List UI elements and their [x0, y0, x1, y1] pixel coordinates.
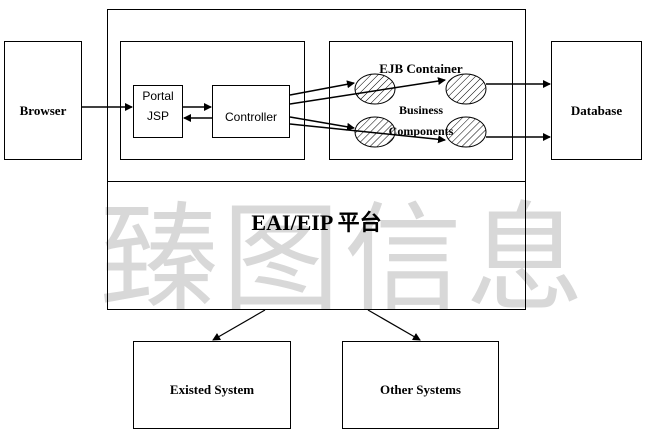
arrow-platform-other: [367, 309, 421, 341]
existed-system-box: [133, 341, 291, 429]
jsp-label: JSP: [146, 109, 169, 123]
platform-label: EAI/EIP 平台: [251, 210, 382, 235]
platform-outer-box: [107, 9, 526, 310]
browser-label: Browser: [19, 103, 67, 118]
component-ellipse-4: [445, 116, 487, 148]
arrow-controller-comp4: [289, 123, 446, 144]
controller-box: [212, 85, 290, 138]
platform-divider: [107, 181, 526, 182]
other-systems-label: Other Systems: [379, 382, 461, 397]
database-label: Database: [570, 103, 623, 118]
component-ellipse-2: [445, 73, 487, 105]
arrow-controller-comp1: [289, 80, 355, 96]
portal-label: Portal: [142, 89, 174, 103]
portal-jsp-box: [133, 85, 183, 138]
web-tier-box: [120, 41, 305, 160]
ejb-container-box: [329, 41, 513, 160]
controller-label: Controller: [224, 110, 278, 124]
watermark-text: 臻图信息: [100, 190, 589, 328]
arrow-platform-existed: [212, 309, 266, 341]
other-systems-box: [342, 341, 499, 429]
components-label: Components: [388, 124, 454, 138]
business-label: Business: [398, 103, 444, 117]
component-ellipse-1: [354, 73, 396, 105]
arrow-controller-comp3: [289, 116, 355, 131]
database-box: [551, 41, 642, 160]
arrow-controller-comp2: [289, 77, 446, 105]
ejb-container-label: EJB Container: [379, 61, 463, 76]
existed-system-label: Existed System: [169, 382, 255, 397]
browser-box: [4, 41, 82, 160]
component-ellipse-3: [354, 116, 396, 148]
